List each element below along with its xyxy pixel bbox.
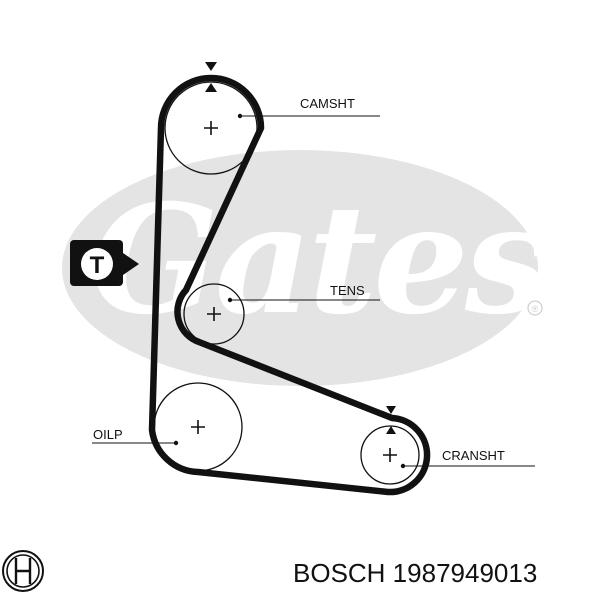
camshaft-label: CAMSHT [300,96,355,111]
badge-arrow-icon [123,253,139,275]
timing-belt [148,74,431,496]
crank-timing-mark-icon [386,406,396,414]
bosch-logo-icon [2,550,44,592]
tensioner-badge-letter: T [90,252,105,279]
gates-watermark: Gates ® [62,150,551,386]
oil-pump-label: OILP [93,427,123,442]
tensioner-badge: T [70,240,139,286]
registered-mark: ® [532,304,539,314]
tensioner-label: TENS [330,283,365,298]
leader-lines [92,113,535,469]
cam-timing-mark-icon [205,62,217,71]
tensioner-pulley [183,283,245,345]
part-number-text: BOSCH 1987949013 [293,558,537,588]
crankshaft-label: CRANSHT [442,448,505,463]
crankshaft-pulley [360,425,420,485]
camshaft-pulley [164,81,258,175]
gates-watermark-text: Gates [91,172,547,348]
pulley-centers [191,121,397,462]
timing-marks [205,62,396,434]
